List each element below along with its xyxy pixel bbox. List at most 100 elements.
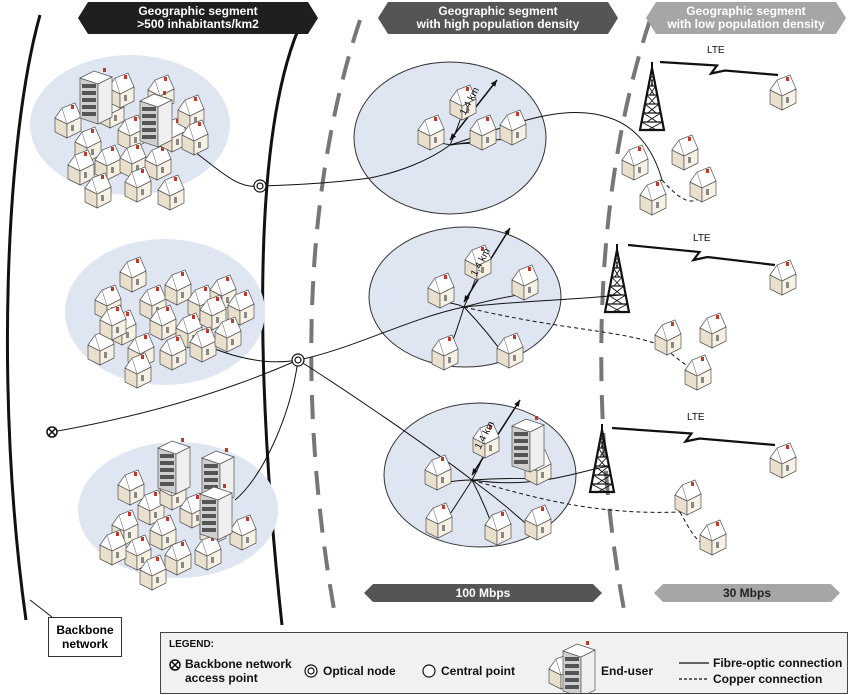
- optical-node-icon: [304, 664, 318, 678]
- legend-central-label: Central point: [441, 664, 515, 678]
- house-icon: [472, 422, 500, 459]
- house-icon: [469, 114, 497, 151]
- copper-connection: [471, 479, 681, 513]
- arrow-head: [450, 133, 457, 140]
- legend-fibre-label: Fibre-optic connection: [713, 656, 843, 670]
- house-icon: [164, 539, 192, 576]
- banner-shape: [646, 2, 846, 34]
- office-building-icon: [511, 416, 545, 473]
- house-icon: [214, 316, 242, 353]
- banner-high-text: Geographic segment with high population …: [416, 4, 580, 31]
- house-icon: [149, 304, 177, 341]
- house-icon: [671, 134, 699, 171]
- arrow-head: [504, 228, 510, 235]
- house-icon: [654, 319, 682, 356]
- legend-title: LEGEND:: [169, 639, 214, 650]
- optical-node-core: [256, 182, 264, 190]
- optical-node-core: [294, 356, 302, 364]
- office-building-icon: [157, 438, 191, 495]
- house-icon: [417, 114, 445, 151]
- house-icon: [689, 166, 717, 203]
- house-icon: [149, 514, 177, 551]
- speed-30-text: 30 Mbps: [722, 585, 771, 600]
- arrow-head: [514, 400, 520, 407]
- office-building-icon: [79, 68, 113, 125]
- banner-dense-segment: Geographic segment >500 inhabitants/km2: [78, 2, 318, 34]
- house-icon: [124, 352, 152, 389]
- house-icon: [159, 334, 187, 371]
- speed-banner-100: 100 Mbps: [364, 584, 602, 602]
- arrow-head: [490, 80, 497, 87]
- house-icon: [229, 514, 257, 551]
- house-icon: [99, 529, 127, 566]
- fibre-optic-connection: [184, 144, 451, 187]
- house-icon: [511, 264, 539, 301]
- antenna-tower-icon: [638, 62, 666, 132]
- backbone-label-pointer: [29, 599, 53, 618]
- backbone-network-label: Backbone network: [48, 617, 122, 657]
- house-icon: [54, 102, 82, 139]
- lte-link: [627, 243, 776, 267]
- house-icon: [499, 109, 527, 146]
- house-icon: [157, 174, 185, 211]
- house-icon: [699, 312, 727, 349]
- house-icon: [67, 149, 95, 186]
- house-icon: [449, 84, 477, 121]
- house-icon: [424, 454, 452, 491]
- house-icon: [769, 259, 797, 296]
- house-icon: [484, 509, 512, 546]
- house-icon: [194, 534, 222, 571]
- banner-shape: [378, 2, 618, 34]
- lte-link: [659, 60, 779, 77]
- house-icon: [621, 144, 649, 181]
- house-icon: [639, 179, 667, 216]
- house-icon: [524, 504, 552, 541]
- segment-divider: [309, 19, 362, 616]
- banner-shape: [364, 584, 602, 602]
- cluster-area: [353, 61, 547, 215]
- fibre-optic-connection: [471, 465, 611, 484]
- house-icon: [227, 289, 255, 326]
- lte-label: LTE: [707, 45, 725, 56]
- house-icon: [674, 479, 702, 516]
- banner-shape: [78, 2, 318, 34]
- backbone-access-point: [46, 426, 58, 438]
- fibre-optic-connection: [51, 359, 299, 433]
- office-building-icon: [199, 484, 233, 541]
- fibre-optic-connection: [463, 294, 621, 308]
- speed-100-text: 100 Mbps: [455, 585, 511, 600]
- copper-connection: [463, 306, 661, 346]
- antenna-tower-icon: [603, 244, 631, 314]
- house-icon: [769, 442, 797, 479]
- banner-dense-text: Geographic segment >500 inhabitants/km2: [137, 4, 259, 31]
- house-icon: [144, 144, 172, 181]
- legend-optical-label: Optical node: [323, 664, 396, 678]
- fibre-optic-connection: [204, 306, 465, 363]
- central-point-icon: [422, 664, 436, 678]
- legend-copper-label: Copper connection: [713, 672, 823, 686]
- house-icon: [431, 334, 459, 371]
- house-icon: [181, 119, 209, 156]
- backbone-line-left: [5, 14, 42, 621]
- banner-low-density-segment: Geographic segment with low population d…: [646, 2, 846, 34]
- office-building-icon: [562, 641, 596, 693]
- end-user-icon: [548, 641, 596, 693]
- arrow-head: [472, 468, 478, 475]
- house-icon: [496, 332, 524, 369]
- house-icon: [119, 256, 147, 293]
- speed-banner-30: 30 Mbps: [654, 584, 840, 602]
- house-icon: [427, 272, 455, 309]
- copper-connection: [679, 511, 706, 546]
- house-icon: [139, 554, 167, 591]
- house-icon: [164, 269, 192, 306]
- lte-label: LTE: [687, 412, 705, 423]
- fibre-optic-connection: [297, 359, 473, 481]
- house-icon: [684, 354, 712, 391]
- legend-symbols: [169, 641, 709, 693]
- banner-low-text: Geographic segment with low population d…: [667, 4, 825, 31]
- house-icon: [84, 172, 112, 209]
- antenna-tower-icon: [588, 424, 616, 494]
- house-icon: [124, 166, 152, 203]
- segment-divider: [599, 19, 652, 616]
